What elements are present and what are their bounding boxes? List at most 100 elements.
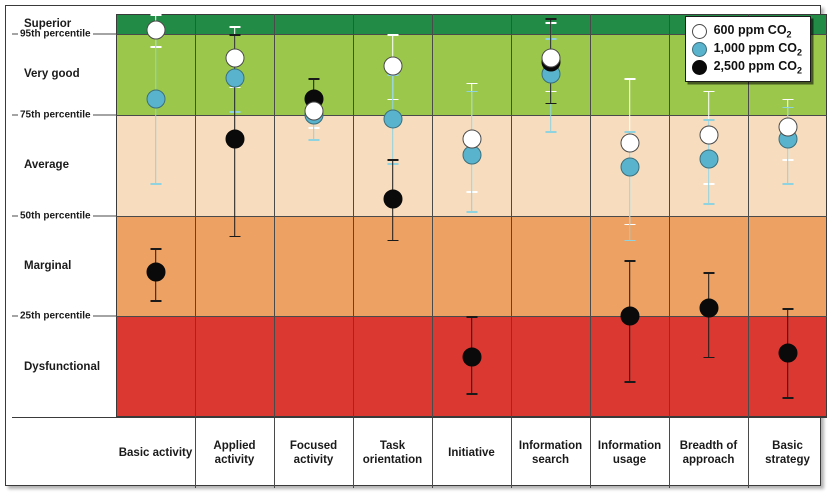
column-separator bbox=[590, 14, 591, 417]
error-bar-cap-upper bbox=[150, 14, 161, 16]
legend-label: 2,500 ppm CO2 bbox=[713, 58, 802, 76]
zone-label-marginal: Marginal bbox=[24, 259, 72, 272]
zone-label-very good: Very good bbox=[24, 68, 80, 81]
tick-dash-left bbox=[12, 33, 18, 35]
data-point bbox=[383, 189, 402, 209]
error-bar-cap-upper bbox=[782, 308, 793, 310]
x-axis-separator bbox=[748, 418, 749, 488]
error-bar-cap-lower bbox=[229, 235, 240, 238]
x-axis-label-task-orientation: Task orientation bbox=[362, 439, 423, 466]
percentile-tick-75: 75th percentile bbox=[12, 109, 116, 120]
data-point bbox=[620, 133, 639, 153]
column-separator bbox=[195, 14, 196, 417]
tick-dash-right bbox=[92, 114, 116, 116]
x-axis-label-basic-strategy: Basic strategy bbox=[765, 439, 810, 466]
error-bar-cap-upper bbox=[624, 259, 635, 262]
x-axis-label-breadth-of-approach: Breadth of approach bbox=[679, 439, 738, 466]
error-bar-cap-upper bbox=[387, 34, 398, 36]
error-bar-cap-lower bbox=[466, 392, 477, 395]
error-bar-cap-upper bbox=[466, 316, 477, 319]
data-point bbox=[383, 56, 402, 76]
error-bar-cap-lower bbox=[387, 239, 398, 242]
legend-label-subscript: 2 bbox=[796, 65, 802, 76]
tick-text: 95th percentile bbox=[20, 28, 91, 40]
x-axis-separator bbox=[590, 418, 591, 488]
x-axis-category-row: Basic activity Applied activity Focused ac… bbox=[116, 417, 827, 488]
error-bar-cap-lower bbox=[545, 130, 556, 133]
column-separator bbox=[432, 14, 433, 417]
x-axis-separator bbox=[669, 418, 670, 488]
error-bar-cap-lower bbox=[782, 396, 793, 399]
error-bar-cap-lower bbox=[624, 239, 635, 242]
column-separator bbox=[511, 14, 512, 417]
error-bar-cap-lower bbox=[545, 102, 556, 105]
error-bar-cap-lower bbox=[782, 183, 793, 186]
percentile-rule-95 bbox=[116, 34, 827, 36]
error-bar-cap-upper bbox=[466, 82, 477, 85]
x-axis-label-applied-activity: Applied activity bbox=[213, 439, 256, 466]
error-bar-cap-upper bbox=[624, 78, 635, 81]
tick-dash-left bbox=[12, 315, 18, 317]
tick-dash-right bbox=[92, 215, 116, 216]
data-point bbox=[146, 20, 165, 40]
tick-dash-right bbox=[92, 33, 116, 35]
data-point bbox=[620, 306, 639, 326]
tick-dash-right bbox=[92, 315, 116, 317]
error-bar-cap-upper bbox=[387, 159, 398, 161]
data-point bbox=[225, 129, 244, 149]
zone-label-superior: Superior bbox=[24, 18, 72, 31]
tick-dash-left bbox=[12, 114, 18, 116]
data-point bbox=[778, 117, 797, 137]
data-point bbox=[462, 347, 481, 367]
percentile-tick-50: 50th percentile bbox=[12, 210, 116, 221]
data-point bbox=[699, 149, 718, 169]
error-bar-cap-lower bbox=[624, 380, 635, 383]
x-axis-separator bbox=[511, 418, 512, 488]
zone-label-average: Average bbox=[24, 159, 69, 172]
error-bar-cap-upper bbox=[229, 34, 240, 36]
zone-label-dysfunctional: Dysfunctional bbox=[24, 360, 101, 373]
data-point bbox=[778, 343, 797, 363]
data-point bbox=[225, 48, 244, 68]
data-point bbox=[146, 89, 165, 109]
data-point bbox=[620, 157, 639, 177]
column-separator bbox=[669, 14, 670, 417]
data-point bbox=[304, 101, 323, 121]
x-axis-label-focused-activity: Focused activity bbox=[289, 439, 338, 466]
tick-text: 50th percentile bbox=[20, 210, 91, 221]
error-bar-cap-upper bbox=[703, 90, 714, 93]
x-axis-separator bbox=[432, 418, 433, 488]
data-point bbox=[462, 129, 481, 149]
plot-area bbox=[116, 14, 827, 417]
legend-row: 2,500 ppm CO2 bbox=[691, 58, 802, 76]
percentile-tick-95: 95th percentile bbox=[12, 29, 116, 40]
error-bar-cap-lower bbox=[150, 183, 161, 186]
error-bar-cap-upper bbox=[308, 78, 319, 81]
data-point bbox=[146, 262, 165, 282]
x-axis-label-initiative: Initiative bbox=[448, 446, 495, 459]
error-bar-cap-upper bbox=[782, 98, 793, 101]
percentile-tick-25: 25th percentile bbox=[12, 311, 116, 322]
data-point bbox=[699, 125, 718, 145]
data-point bbox=[541, 48, 560, 68]
x-axis-label-basic-activity: Basic activity bbox=[118, 446, 193, 459]
legend-label: 1,000 ppm CO2 bbox=[713, 40, 802, 58]
legend-label: 600 ppm CO2 bbox=[713, 22, 792, 40]
error-bar-cap-upper bbox=[782, 106, 793, 109]
x-axis-separator bbox=[274, 418, 275, 488]
zone-band-marginal bbox=[116, 215, 827, 317]
legend-label-subscript: 2 bbox=[796, 47, 802, 58]
error-bar-cap-lower bbox=[703, 356, 714, 359]
zone-band-superior bbox=[116, 14, 827, 35]
error-bar-cap-upper bbox=[703, 271, 714, 274]
error-bar bbox=[628, 130, 631, 240]
legend-marker-open-circle bbox=[691, 23, 707, 39]
x-axis-label-information-usage: Information usage bbox=[597, 439, 662, 466]
error-bar-cap-lower bbox=[466, 211, 477, 214]
x-axis-separator bbox=[353, 418, 354, 488]
x-axis-separator bbox=[195, 418, 196, 488]
legend-marker-black-circle bbox=[691, 59, 707, 75]
